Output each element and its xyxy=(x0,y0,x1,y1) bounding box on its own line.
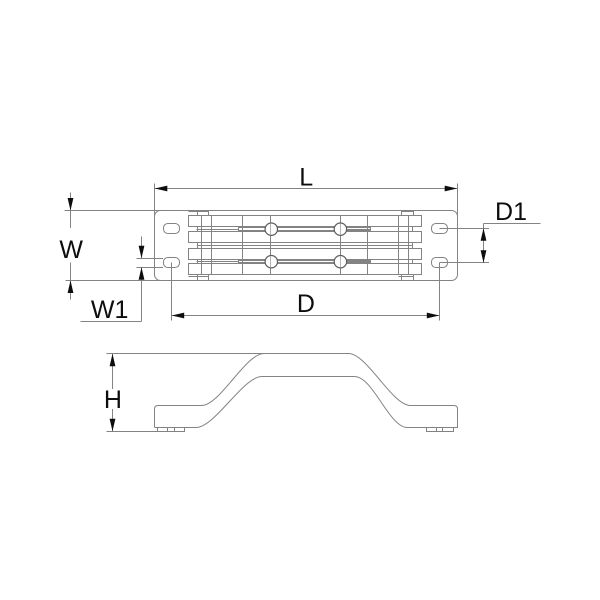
svg-text:D: D xyxy=(297,290,315,318)
svg-text:W1: W1 xyxy=(91,296,129,324)
svg-text:H: H xyxy=(104,386,122,414)
svg-text:D1: D1 xyxy=(495,198,527,226)
svg-text:L: L xyxy=(299,164,313,192)
svg-text:W: W xyxy=(59,236,83,264)
